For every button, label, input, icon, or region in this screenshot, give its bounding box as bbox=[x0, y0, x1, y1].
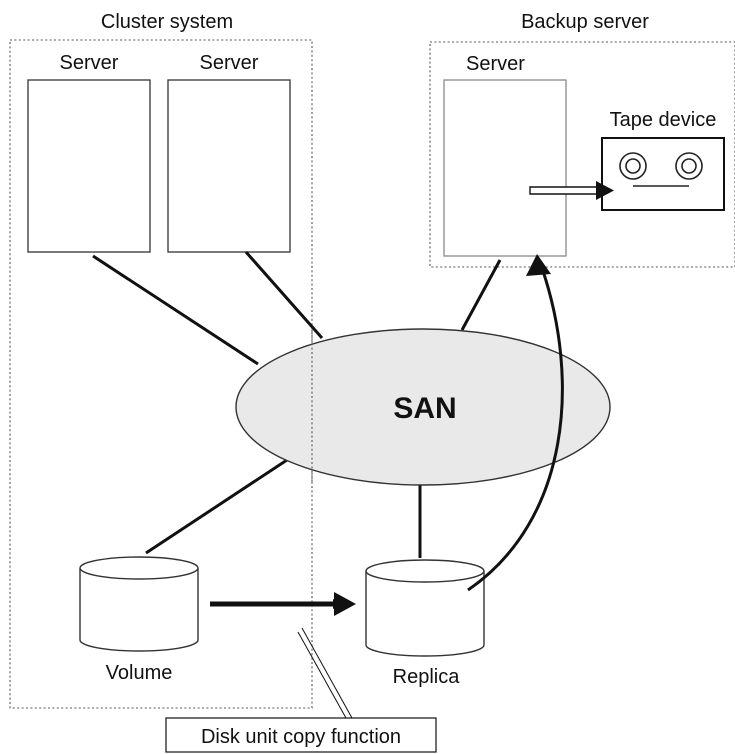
replica-disk-icon bbox=[365, 559, 485, 657]
tape-device-label: Tape device bbox=[610, 109, 717, 131]
cluster-system-group: Cluster system Server Server bbox=[9, 11, 313, 709]
cluster-server-right-label: Server bbox=[200, 52, 259, 74]
backup-server-group: Backup server Server Tape device bbox=[429, 11, 735, 268]
cluster-server-left bbox=[27, 79, 151, 253]
cluster-server-left-label: Server bbox=[60, 52, 119, 74]
copy-function-label: Disk unit copy function bbox=[201, 726, 401, 748]
replica-label: Replica bbox=[393, 666, 461, 688]
tape-reel-right-icon bbox=[675, 152, 703, 180]
callout-line-1 bbox=[297, 631, 347, 719]
backup-server-title: Backup server bbox=[521, 11, 649, 33]
link-backup-server-to-san bbox=[460, 259, 502, 331]
cluster-system-title: Cluster system bbox=[101, 11, 233, 33]
volume-label: Volume bbox=[106, 662, 173, 684]
curve-arrow-head bbox=[526, 254, 551, 276]
backup-server-boundary bbox=[429, 41, 735, 268]
san-ellipse bbox=[235, 328, 611, 486]
cluster-server-right bbox=[167, 79, 291, 253]
tape-reel-left-icon bbox=[619, 152, 647, 180]
link-san-to-volume bbox=[145, 456, 291, 555]
link-server-right-to-san bbox=[244, 251, 324, 339]
volume-disk-icon bbox=[79, 556, 199, 652]
backup-to-tape-arrow bbox=[529, 181, 614, 200]
san-label: SAN bbox=[393, 392, 456, 425]
backup-server-label: Server bbox=[466, 53, 525, 75]
cluster-system-boundary bbox=[9, 39, 313, 709]
link-server-left-to-san bbox=[92, 254, 259, 366]
callout-line-2 bbox=[301, 627, 353, 719]
copy-arrow-head bbox=[334, 592, 356, 616]
copy-function-box bbox=[165, 717, 437, 753]
san-network: SAN bbox=[235, 328, 611, 486]
backup-server-box bbox=[443, 79, 567, 257]
tape-device bbox=[601, 137, 725, 211]
replica-to-backup-curve-arrow bbox=[467, 267, 564, 592]
